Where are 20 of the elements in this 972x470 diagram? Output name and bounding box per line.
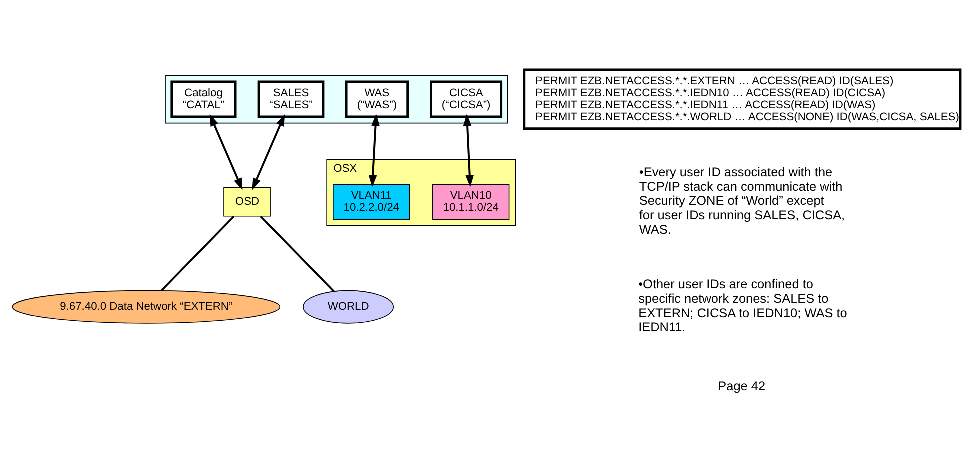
arrow [368,114,380,187]
cluster [164,74,508,124]
arrow [462,114,474,187]
node-box: SALES “SALES” [257,80,324,118]
node-ellipse: 9.67.40.0 Data Network “EXTERN” [12,290,280,324]
label: •Other user IDs are confined to specific network zones: SALES to EXTERN; CICSA to IEDN10; WAS to IEDN11. [638,276,847,334]
label: Page 42 [718,378,766,394]
connector [260,215,334,292]
node-box: CICSA (“CICSA”) [430,80,502,118]
node-box: OSD [223,186,271,216]
node-box: PERMIT EZB.NETACCESS.*.*.EXTERN … ACCESS(READ) ID(SALES) PERMIT EZB.NETACCESS.*.*.IEDN10 … ACCESS(READ) ID(CICSA) PERMIT EZB.NETACCESS.*.*.IEDN11 … ACCESS(READ) ID(WAS) PERMIT EZB.NETACCESS.*.*.WORLD … ACCESS(NONE) ID(WAS,CICSA, SALES) [522,68,962,130]
node-box: VLAN11 10.2.2.0/24 [332,184,410,220]
arrow [209,114,242,190]
label: •Every user ID associated with the TCP/IP stack can communicate with Security ZONE of “World” except for user IDs running SALES, CICSA, WAS. [638,164,845,236]
arrow [252,114,285,190]
node-box: WAS (“WAS”) [344,80,409,118]
node-ellipse: WORLD [302,290,394,324]
connector [160,215,234,292]
node-box: Catalog “CATAL” [170,80,236,118]
node-box: VLAN10 10.1.1.0/24 [432,184,510,220]
